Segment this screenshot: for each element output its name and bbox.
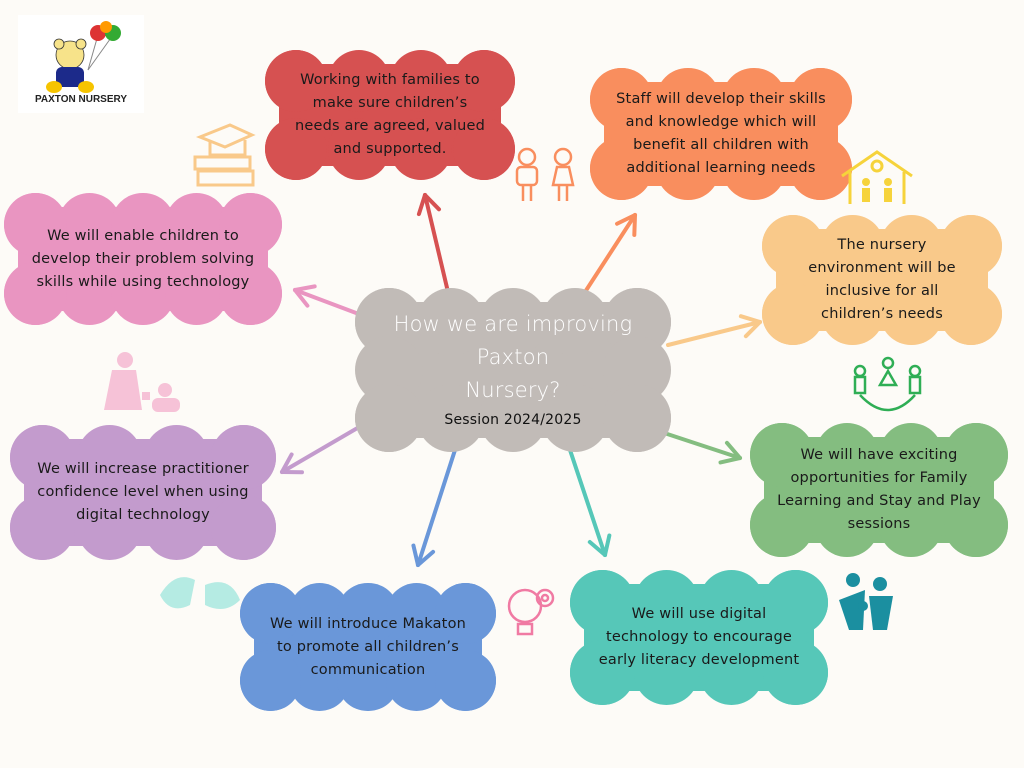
arrow-families [416, 193, 450, 294]
goal-cloud-families: Working with families to make sure child… [265, 50, 515, 180]
goal-cloud-makaton: We will introduce Makaton to promote all… [240, 583, 496, 711]
goal-cloud-literacy: We will use digital technology to encour… [570, 570, 828, 705]
goal-text: The nursery environment will be inclusiv… [808, 237, 956, 322]
goal-text: We will have exciting opportunities for … [777, 447, 981, 532]
sign-language-hands-icon [160, 577, 240, 609]
goal-text: We will introduce Makaton to promote all… [269, 615, 467, 678]
center-title-line2: Paxton [476, 345, 550, 369]
teddy-bear-icon [46, 21, 121, 93]
center-cloud: How we are improving Paxton Nursery? Ses… [355, 288, 671, 452]
goal-cloud-practitioner: We will increase practitioner confidence… [10, 425, 276, 560]
arrow-makaton [411, 448, 457, 567]
graduation-books-icon [193, 123, 256, 187]
arrow-staff [583, 213, 637, 294]
children-icon [515, 147, 575, 201]
children-skipping-icon [853, 356, 922, 412]
goal-cloud-staff: Staff will develop their skills and know… [590, 68, 852, 200]
center-title-line3: Nursery? [465, 378, 561, 402]
goal-text: Staff will develop their skills and know… [616, 91, 826, 176]
house-family-icon [841, 150, 913, 204]
center-title-line1: How we are improving [393, 312, 633, 336]
parent-child-playing-icon [104, 352, 180, 412]
goal-cloud-environment: The nursery environment will be inclusiv… [762, 215, 1002, 345]
goal-text: We will use digital technology to encour… [598, 606, 800, 668]
logo-text: PAXTON NURSERY [34, 94, 128, 105]
goal-cloud-family-learning: We will have exciting opportunities for … [750, 423, 1008, 557]
session-label: Session 2024/2025 [444, 412, 582, 428]
goal-cloud-problem-solving: We will enable children to develop their… [4, 193, 282, 325]
arrow-literacy [568, 448, 612, 557]
arrow-environment [666, 314, 762, 347]
goal-text: Working with families to make sure child… [294, 72, 486, 157]
goal-text: We will increase practitioner confidence… [37, 461, 249, 523]
goal-text: We will enable children to develop their… [31, 227, 255, 290]
lightbulb-gear-icon [507, 588, 555, 636]
paxton-nursery-logo: PAXTON NURSERY [18, 15, 144, 113]
family-hug-icon [839, 573, 893, 630]
